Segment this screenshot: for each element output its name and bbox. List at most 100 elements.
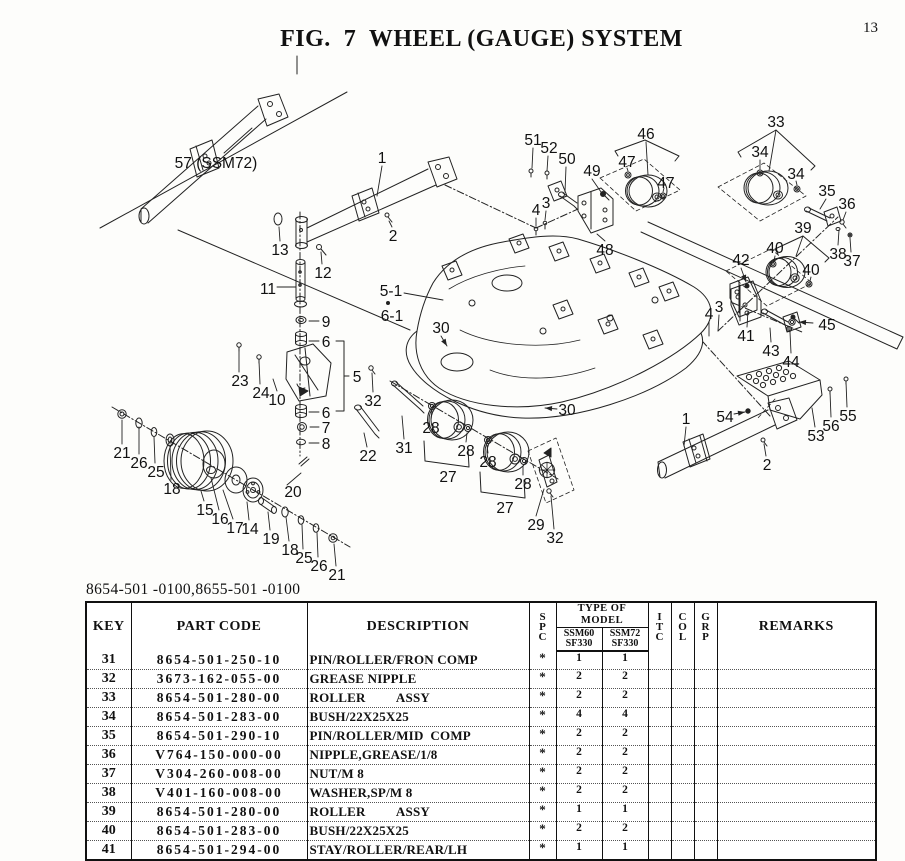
callout-leader <box>278 226 281 242</box>
callout-label: 10 <box>268 392 286 409</box>
callout-label: 28 <box>422 420 439 437</box>
cell-qty-ssm72: 1 <box>601 840 649 860</box>
cell-description: BUSH/22X25X25 <box>306 821 530 841</box>
callout-label: 3 <box>542 195 551 212</box>
exploded-parts-diagram: 57 (SSM72)121312115-16-19623241056782230… <box>99 55 904 584</box>
cell-itc <box>647 688 672 708</box>
cell-col <box>670 764 695 784</box>
callout-label: 56 <box>822 418 839 435</box>
cell-part-code: V304-260-008-00 <box>130 764 308 784</box>
cell-qty-ssm60: 1 <box>555 650 603 670</box>
cell-part-code: 3673-162-055-00 <box>130 669 308 689</box>
cell-qty-ssm60: 2 <box>555 745 603 765</box>
cell-remarks <box>716 707 877 727</box>
cell-description: NUT/M 8 <box>306 764 530 784</box>
cell-spc: * <box>528 650 557 670</box>
cell-qty-ssm72: 2 <box>601 783 649 803</box>
callout-leader <box>223 127 253 154</box>
callout-label: 8 <box>322 436 331 453</box>
callout-label: 7 <box>322 420 331 437</box>
rear-roller-drawing <box>725 235 830 333</box>
callout-label: 12 <box>314 265 331 282</box>
callout-arrowhead <box>737 410 745 416</box>
cell-itc <box>647 764 672 784</box>
callout-leader <box>272 378 278 392</box>
cell-grp <box>693 802 718 822</box>
cell-remarks <box>716 783 877 803</box>
callout-label: 55 <box>839 408 856 425</box>
callout-label: 20 <box>284 484 302 501</box>
callout-label: 21 <box>113 445 130 462</box>
callout-leader <box>626 167 629 172</box>
cell-remarks <box>716 840 877 860</box>
callout-label: 23 <box>231 373 248 390</box>
callout-leader <box>842 211 847 221</box>
callout-label: 18 <box>281 542 298 559</box>
callout-label: 4 <box>532 202 541 219</box>
cell-key: 41 <box>85 840 132 860</box>
callout-label: 32 <box>364 393 381 410</box>
cell-grp <box>693 745 718 765</box>
cell-part-code: V401-160-008-00 <box>130 783 308 803</box>
callout-leader <box>837 229 840 246</box>
cell-description: ROLLER ASSY <box>306 802 530 822</box>
callout-label: 44 <box>782 354 800 371</box>
callout-label: 4 <box>705 306 714 323</box>
cell-spc: * <box>528 669 557 689</box>
callout-leader <box>596 233 606 242</box>
callout-label: 29 <box>527 517 544 534</box>
callout-leader <box>789 331 792 354</box>
header-key: KEY <box>85 602 132 651</box>
callout-label: 34 <box>751 144 769 161</box>
cell-remarks <box>716 802 877 822</box>
cell-key: 40 <box>85 821 132 841</box>
callout-leader <box>401 415 405 440</box>
cell-qty-ssm60: 2 <box>555 783 603 803</box>
cell-itc <box>647 707 672 727</box>
callout-label: 57 (SSM72) <box>175 155 258 172</box>
callout-leader <box>267 511 271 531</box>
cell-remarks <box>716 726 877 746</box>
callout-label: 45 <box>818 317 835 334</box>
callout-label: 2 <box>389 228 398 245</box>
support-bar-ssm72-drawing <box>138 93 289 225</box>
cell-spc: * <box>528 802 557 822</box>
callout-label: 40 <box>802 262 820 279</box>
cell-qty-ssm60: 2 <box>555 821 603 841</box>
header-remarks: REMARKS <box>716 602 877 651</box>
cell-spc: * <box>528 707 557 727</box>
cell-remarks <box>716 669 877 689</box>
cell-key: 38 <box>85 783 132 803</box>
callout-leader <box>768 129 777 172</box>
cell-key: 32 <box>85 669 132 689</box>
callout-label: 28 <box>457 443 474 460</box>
cell-qty-ssm60: 2 <box>555 688 603 708</box>
callout-leader <box>645 141 649 176</box>
cell-itc <box>647 821 672 841</box>
callout-leader <box>849 237 852 253</box>
callout-leader <box>430 409 433 420</box>
callout-label: 25 <box>295 550 312 567</box>
spindle-parts-drawing <box>236 211 390 457</box>
front-rollers-drawing <box>389 380 575 504</box>
callout-leader <box>550 495 555 530</box>
callout-leader <box>465 432 468 443</box>
cell-key: 34 <box>85 707 132 727</box>
callout-label: 43 <box>762 343 779 360</box>
callout-label: 5-1 <box>380 283 402 300</box>
callout-leader <box>286 472 302 486</box>
cell-qty-ssm60: 4 <box>555 707 603 727</box>
cell-qty-ssm72: 2 <box>601 726 649 746</box>
cell-grp <box>693 840 718 860</box>
cell-key: 33 <box>85 688 132 708</box>
callout-label: 52 <box>540 140 557 157</box>
mower-deck-drawing <box>405 221 904 419</box>
